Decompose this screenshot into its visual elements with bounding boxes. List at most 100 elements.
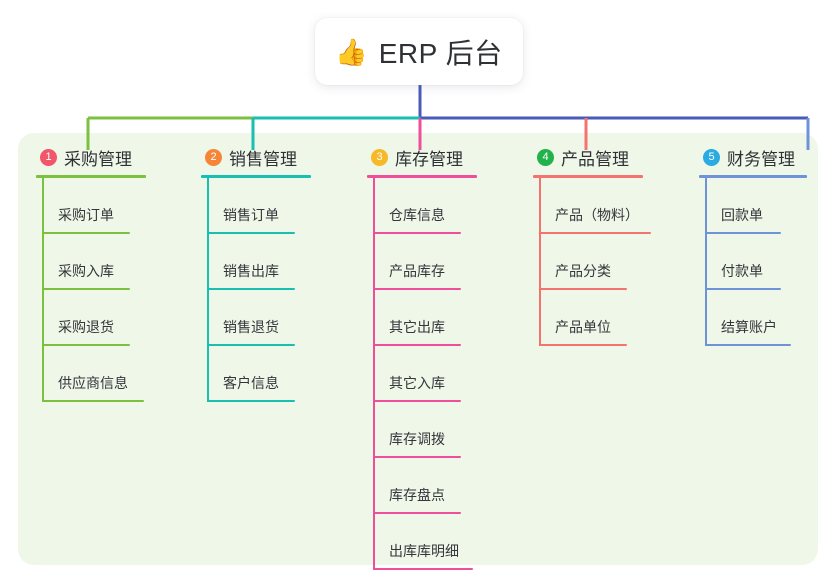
branch-spine-line (42, 178, 44, 402)
leaf-item-label: 库存盘点 (389, 487, 445, 503)
leaf-item-rule (207, 232, 295, 234)
leaf-item-rule (42, 288, 130, 290)
branch-header-rule (201, 175, 311, 178)
leaf-item[interactable]: 销售出库 (201, 234, 311, 290)
branch-header-5[interactable]: 5 财务管理 (699, 144, 807, 170)
branch-header-rule (36, 175, 146, 178)
leaf-item-label: 供应商信息 (58, 375, 128, 391)
leaf-item-rule (705, 344, 791, 346)
branch-header-3[interactable]: 3 库存管理 (367, 144, 477, 170)
branch-header-rule (699, 175, 807, 178)
branch-title: 采购管理 (64, 149, 132, 169)
leaf-item[interactable]: 采购订单 (36, 178, 146, 234)
leaf-item-rule (373, 568, 473, 570)
leaf-item[interactable]: 付款单 (699, 234, 807, 290)
branch-spine-line (539, 178, 541, 346)
branch-spine-line (705, 178, 707, 346)
leaf-item-rule (539, 288, 627, 290)
leaf-item[interactable]: 仓库信息 (367, 178, 477, 234)
branch-item-list: 回款单付款单结算账户 (699, 178, 807, 346)
leaf-item-rule (373, 400, 461, 402)
leaf-item-rule (373, 344, 461, 346)
branch-title: 库存管理 (395, 149, 463, 169)
branch-header-2[interactable]: 2 销售管理 (201, 144, 311, 170)
branch-header-rule (533, 175, 643, 178)
leaf-item[interactable]: 采购退货 (36, 290, 146, 346)
leaf-item-label: 回款单 (721, 207, 763, 223)
leaf-item-label: 销售退货 (223, 319, 279, 335)
leaf-item-rule (42, 232, 130, 234)
leaf-item-rule (42, 400, 144, 402)
leaf-item-rule (42, 344, 130, 346)
leaf-item[interactable]: 回款单 (699, 178, 807, 234)
leaf-item-rule (207, 400, 295, 402)
branch-header-rule (367, 175, 477, 178)
leaf-item[interactable]: 采购入库 (36, 234, 146, 290)
leaf-item[interactable]: 销售退货 (201, 290, 311, 346)
leaf-item-label: 其它入库 (389, 375, 445, 391)
root-node-erp-backend[interactable]: 👍 ERP 后台 (315, 18, 523, 85)
branch-column-1: 1 采购管理采购订单采购入库采购退货供应商信息 (36, 144, 146, 402)
branch-title: 销售管理 (229, 149, 297, 169)
leaf-item-rule (705, 232, 781, 234)
leaf-item-label: 采购入库 (58, 263, 114, 279)
leaf-item-label: 产品单位 (555, 319, 611, 335)
leaf-item-label: 采购订单 (58, 207, 114, 223)
leaf-item[interactable]: 产品（物料） (533, 178, 651, 234)
branch-column-5: 5 财务管理回款单付款单结算账户 (699, 144, 807, 346)
leaf-item[interactable]: 销售订单 (201, 178, 311, 234)
leaf-item-rule (373, 288, 461, 290)
leaf-item[interactable]: 库存盘点 (367, 458, 477, 514)
branch-item-list: 采购订单采购入库采购退货供应商信息 (36, 178, 146, 402)
leaf-item-label: 采购退货 (58, 319, 114, 335)
leaf-item-label: 客户信息 (223, 375, 279, 391)
thumbs-up-icon: 👍 (335, 36, 368, 67)
leaf-item-rule (207, 344, 295, 346)
branch-number-badge: 2 (205, 148, 222, 166)
leaf-item[interactable]: 客户信息 (201, 346, 311, 402)
diagram-background-panel (18, 133, 818, 565)
leaf-item-label: 产品分类 (555, 263, 611, 279)
leaf-item-label: 结算账户 (721, 319, 777, 335)
leaf-item[interactable]: 产品库存 (367, 234, 477, 290)
leaf-item-label: 销售出库 (223, 263, 279, 279)
branch-number-badge: 3 (371, 148, 388, 166)
branch-title: 产品管理 (561, 149, 629, 169)
leaf-item-rule (207, 288, 295, 290)
branch-title: 财务管理 (727, 149, 795, 169)
root-node-title: ERP 后台 (378, 37, 503, 69)
leaf-item-label: 仓库信息 (389, 207, 445, 223)
leaf-item[interactable]: 其它出库 (367, 290, 477, 346)
leaf-item-rule (539, 344, 627, 346)
branch-item-list: 仓库信息产品库存其它出库其它入库库存调拨库存盘点出库库明细 (367, 178, 477, 570)
leaf-item-label: 其它出库 (389, 319, 445, 335)
branch-number-badge: 4 (537, 148, 554, 166)
branch-header-4[interactable]: 4 产品管理 (533, 144, 643, 170)
leaf-item-rule (539, 232, 651, 234)
leaf-item-label: 出库库明细 (389, 543, 459, 559)
leaf-item-label: 销售订单 (223, 207, 279, 223)
branch-column-4: 4 产品管理产品（物料） 产品分类产品单位 (533, 144, 651, 346)
leaf-item[interactable]: 其它入库 (367, 346, 477, 402)
leaf-item[interactable]: 产品单位 (533, 290, 643, 346)
branch-number-badge: 5 (703, 148, 720, 166)
leaf-item-rule (373, 232, 461, 234)
leaf-item-label: 付款单 (721, 263, 763, 279)
branch-number-badge: 1 (40, 148, 57, 166)
leaf-item-rule (705, 288, 781, 290)
leaf-item[interactable]: 出库库明细 (367, 514, 477, 570)
leaf-item-rule (373, 456, 461, 458)
branch-header-1[interactable]: 1 采购管理 (36, 144, 146, 170)
leaf-item[interactable]: 产品分类 (533, 234, 643, 290)
branch-spine-line (207, 178, 209, 402)
leaf-item-label: 产品库存 (389, 263, 445, 279)
leaf-item[interactable]: 库存调拨 (367, 402, 477, 458)
leaf-item[interactable]: 供应商信息 (36, 346, 146, 402)
branch-column-3: 3 库存管理仓库信息产品库存其它出库其它入库库存调拨库存盘点出库库明细 (367, 144, 477, 570)
leaf-item[interactable]: 结算账户 (699, 290, 807, 346)
branch-spine-line (373, 178, 375, 570)
branch-column-2: 2 销售管理销售订单销售出库销售退货客户信息 (201, 144, 311, 402)
branch-item-list: 销售订单销售出库销售退货客户信息 (201, 178, 311, 402)
branch-item-list: 产品（物料） 产品分类产品单位 (533, 178, 651, 346)
leaf-item-label: 库存调拨 (389, 431, 445, 447)
